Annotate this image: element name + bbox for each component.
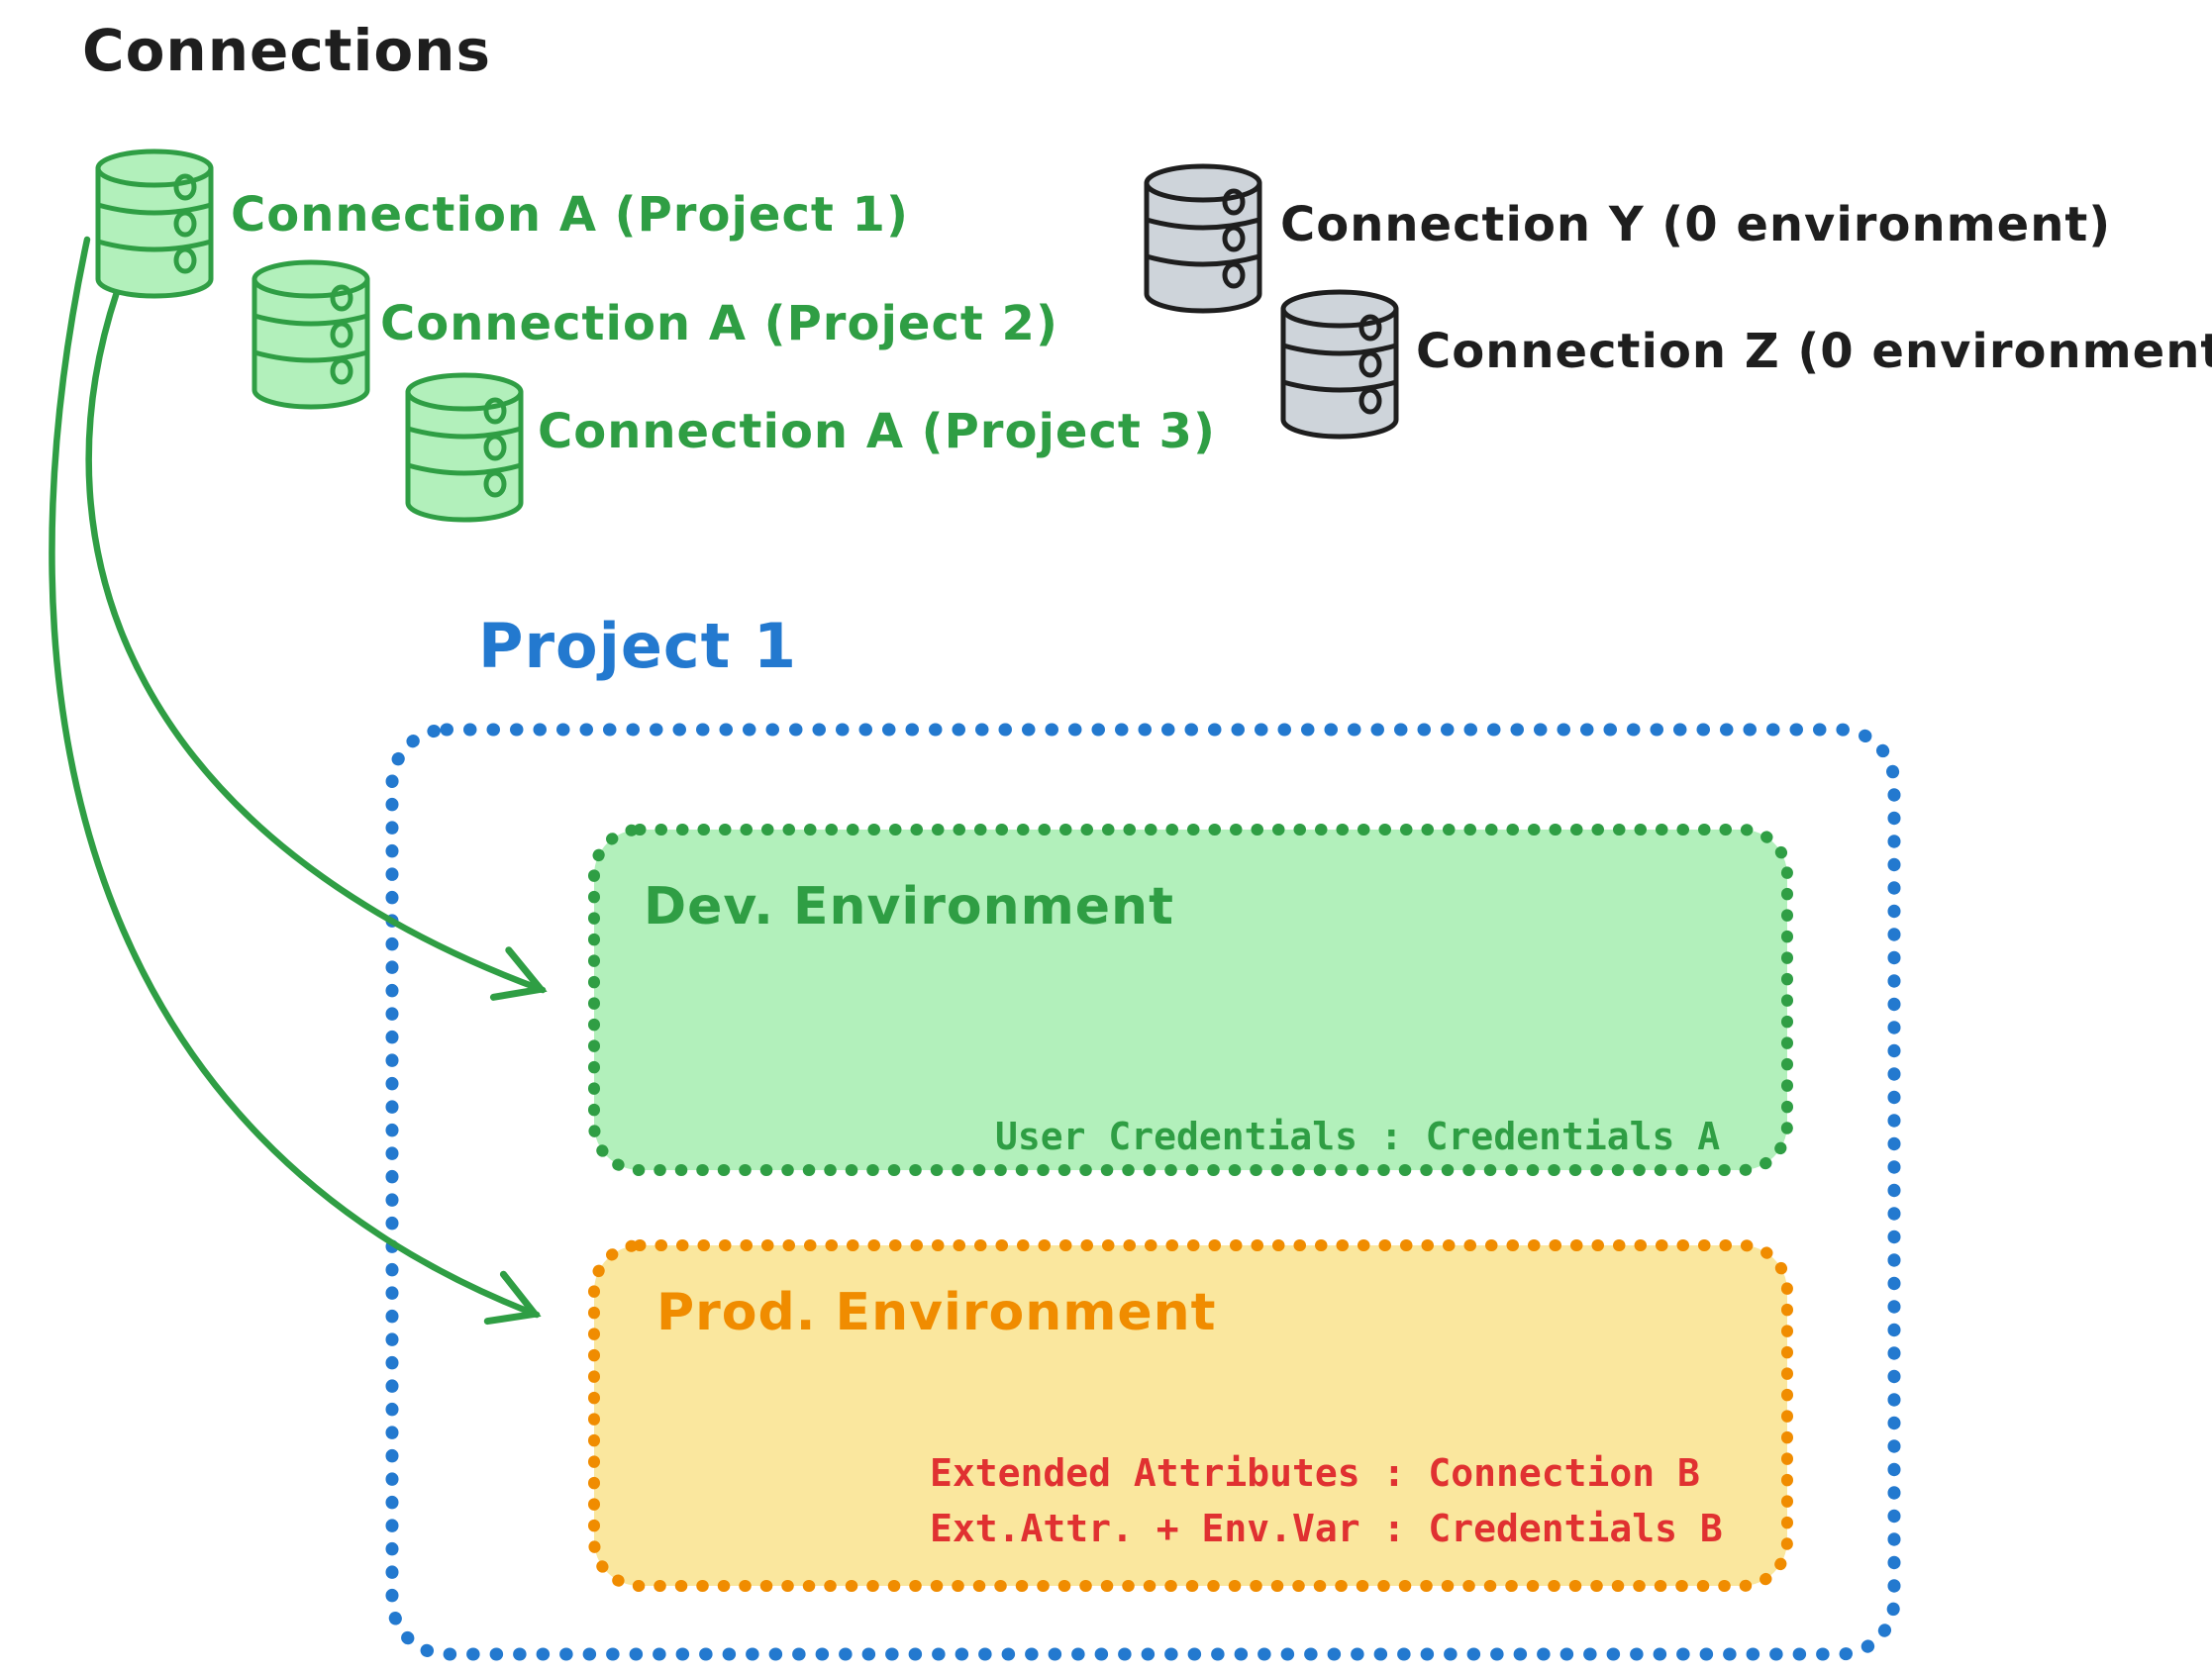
arrow-connection-a-to-prod [49, 236, 542, 1326]
prod-extended-attributes-text: Extended Attributes : Connection B [930, 1451, 1700, 1495]
database-icon-connection-a-project-2 [254, 262, 367, 407]
database-icon-connection-z [1283, 292, 1396, 437]
label-connection-z: Connection Z (0 environment) [1416, 324, 2212, 379]
database-icon-connection-a-project-3 [408, 375, 521, 520]
dev-credentials-text: User Credentials : Credentials A [995, 1115, 1721, 1158]
project-1-boundary-box [385, 723, 1901, 1661]
prod-environment-box [588, 1239, 1793, 1592]
database-icon-connection-y [1147, 166, 1259, 311]
dev-environment-title: Dev. Environment [644, 877, 1174, 936]
database-icon-connection-a-project-1 [98, 151, 211, 296]
connections-title: Connections [82, 17, 491, 84]
label-connection-a-project-3: Connection A (Project 3) [538, 404, 1216, 459]
label-connection-y: Connection Y (0 environment) [1280, 197, 2112, 252]
project-1-title: Project 1 [478, 610, 798, 682]
arrow-connection-a-to-dev [85, 288, 548, 1001]
label-connection-a-project-2: Connection A (Project 2) [380, 296, 1058, 351]
prod-environment-title: Prod. Environment [656, 1283, 1217, 1342]
label-connection-a-project-1: Connection A (Project 1) [231, 187, 909, 243]
dev-environment-box [588, 824, 1793, 1176]
prod-ext-attr-env-var-text: Ext.Attr. + Env.Var : Credentials B [930, 1507, 1723, 1550]
